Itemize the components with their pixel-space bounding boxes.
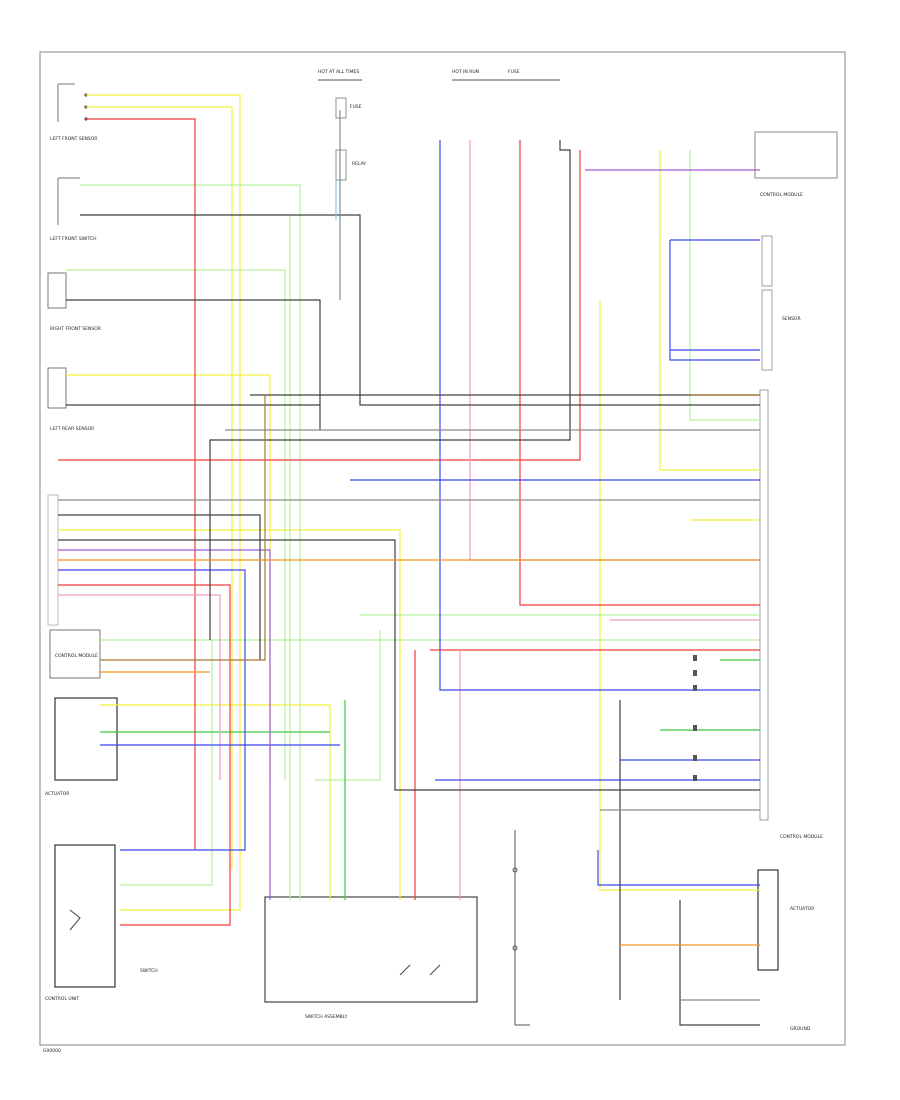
wire-blue-7 xyxy=(669,240,760,361)
wire-yellow-8 xyxy=(100,704,331,900)
svg-text:SWITCH: SWITCH xyxy=(140,968,158,974)
wire-yellow-1 xyxy=(86,94,241,911)
left-connector-block xyxy=(47,494,59,626)
wire-black-2 xyxy=(66,299,321,430)
svg-text:SENSOR: SENSOR xyxy=(782,316,801,322)
svg-text:CONTROL UNIT: CONTROL UNIT xyxy=(45,996,79,1002)
wire-black-1 xyxy=(80,214,760,406)
right-main-connector: CONTROL MODULE xyxy=(759,389,823,840)
bottom-center-relay-chain xyxy=(512,830,530,1026)
wire-ltgreen-3 xyxy=(66,269,286,780)
left-top-sensor: LEFT FRONT SENSOR xyxy=(50,83,97,142)
svg-text:ACTUATOR: ACTUATOR xyxy=(45,791,69,797)
wire-black-5 xyxy=(209,140,571,640)
left-bottom-control-unit: CONTROL UNIT SWITCH xyxy=(45,844,158,1002)
right-bottom-module: ACTUATOR GROUND xyxy=(757,869,814,1032)
wire-yellow-5 xyxy=(659,150,760,471)
svg-text:RELAY: RELAY xyxy=(352,161,366,167)
svg-text:GROUND: GROUND xyxy=(790,1026,811,1032)
center-fuse-block: HOT AT ALL TIMES FUSE RELAY xyxy=(318,69,366,181)
wire-yellow-4 xyxy=(58,529,401,900)
right-connector-markers xyxy=(693,655,697,781)
wire-red-4 xyxy=(58,584,231,926)
wire-black-7 xyxy=(679,900,760,1026)
left-rear-sensor: LEFT REAR SENSOR xyxy=(47,367,94,432)
left-control-module: CONTROL MODULE xyxy=(49,629,101,679)
right-sensor-block: SENSOR xyxy=(761,235,801,371)
left-front-switch: LEFT FRONT SWITCH xyxy=(50,177,97,242)
left-actuator: ACTUATOR xyxy=(45,697,118,797)
svg-text:ACTUATOR: ACTUATOR xyxy=(790,906,814,912)
bottom-center-switch-box: SWITCH ASSEMBLY xyxy=(264,896,478,1020)
svg-text:LEFT FRONT SWITCH: LEFT FRONT SWITCH xyxy=(50,236,97,242)
wire-black-4 xyxy=(58,539,760,791)
svg-text:SWITCH ASSEMBLY: SWITCH ASSEMBLY xyxy=(305,1014,348,1020)
wire-ltgreen-6 xyxy=(689,150,760,421)
wire-red-3 xyxy=(519,140,760,606)
wire-blue-10 xyxy=(597,850,760,886)
wire-ltgreen-8 xyxy=(120,640,213,886)
svg-text:FUSE: FUSE xyxy=(350,104,362,110)
diagram-frame xyxy=(39,51,846,1046)
wire-black-8 xyxy=(58,514,261,660)
wire-yellow-7 xyxy=(599,300,760,891)
wire-red-1 xyxy=(86,118,196,850)
wire-blue-1 xyxy=(439,140,760,691)
svg-text:HOT AT ALL TIMES: HOT AT ALL TIMES xyxy=(318,69,359,75)
wire-violet-2 xyxy=(58,549,271,900)
svg-text:FUSE: FUSE xyxy=(508,69,520,75)
wire-blue-3 xyxy=(58,569,246,851)
svg-text:CONTROL MODULE: CONTROL MODULE xyxy=(760,192,803,198)
svg-text:RIGHT FRONT SENSOR: RIGHT FRONT SENSOR xyxy=(50,326,101,332)
svg-text:LEFT REAR SENSOR: LEFT REAR SENSOR xyxy=(50,426,94,432)
footer-code: G00000 xyxy=(43,1048,61,1054)
svg-text:CONTROL MODULE: CONTROL MODULE xyxy=(780,834,823,840)
wire-ltgreen-1 xyxy=(80,184,301,900)
wire-pink-1 xyxy=(58,594,221,780)
wire-brown-1 xyxy=(100,395,266,661)
svg-text:LEFT FRONT SENSOR: LEFT FRONT SENSOR xyxy=(50,136,97,142)
wire-yellow-2 xyxy=(86,106,233,870)
right-front-sensor: RIGHT FRONT SENSOR xyxy=(47,272,101,332)
svg-text:CONTROL MODULE: CONTROL MODULE xyxy=(55,653,98,659)
wire-ltgreen-5 xyxy=(315,630,381,781)
center-top-right-fuses: HOT IN RUN FUSE xyxy=(452,69,560,81)
svg-text:HOT IN RUN: HOT IN RUN xyxy=(452,69,479,75)
right-top-module: CONTROL MODULE xyxy=(754,131,838,198)
wire-ltgreen-2 xyxy=(80,214,291,900)
wire-red-2 xyxy=(58,150,581,461)
